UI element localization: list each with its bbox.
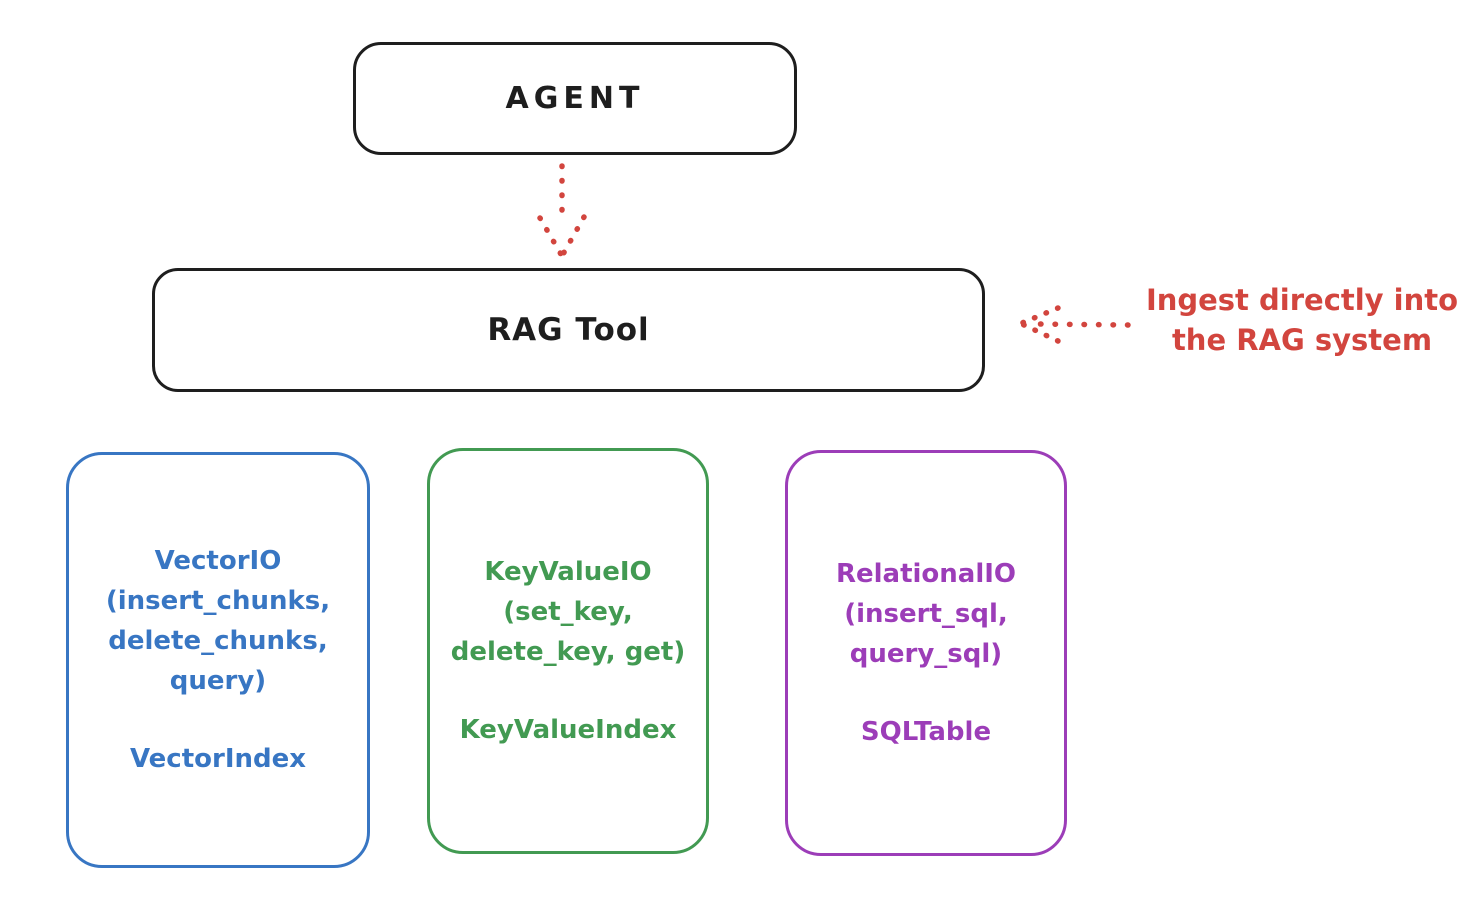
store-title: VectorIO (insert_chunks, delete_chunks, … [106, 541, 330, 701]
store-title-line: delete_chunks, [108, 626, 328, 656]
store-title-line: (insert_chunks, [105, 586, 331, 616]
store-index-label: KeyValueIndex [459, 715, 677, 745]
store-index-label: VectorIndex [129, 744, 307, 774]
store-title-line: (set_key, [503, 597, 633, 627]
agent-node: AGENT [353, 42, 797, 155]
store-index-label: SQLTable [860, 717, 992, 747]
store-title-line: RelationalIO [835, 559, 1017, 589]
dotted-arrow-left [1014, 300, 1136, 346]
store-title-line: query) [169, 666, 267, 696]
agent-label: AGENT [505, 81, 645, 116]
store-title: KeyValueIO (set_key, delete_key, get) [451, 552, 686, 672]
store-title-line: delete_key, get) [450, 637, 686, 667]
ingest-annotation-line2: the RAG system [1171, 323, 1433, 357]
store-title-line: (insert_sql, [844, 599, 1008, 629]
ingest-annotation: Ingest directly into the RAG system [1128, 280, 1476, 360]
store-title-line: VectorIO [154, 546, 282, 576]
store-title: RelationalIO (insert_sql, query_sql) [836, 554, 1016, 674]
rag-tool-label: RAG Tool [487, 312, 650, 348]
rag-tool-node: RAG Tool [152, 268, 985, 392]
store-title-line: KeyValueIO [484, 557, 652, 587]
ingest-annotation-line1: Ingest directly into [1145, 283, 1459, 317]
store-node-relational-io: RelationalIO (insert_sql, query_sql) SQL… [785, 450, 1067, 856]
store-title-line: query_sql) [849, 639, 1003, 669]
store-node-vector-io: VectorIO (insert_chunks, delete_chunks, … [66, 452, 370, 868]
dotted-arrow-down [528, 160, 596, 264]
store-node-keyvalue-io: KeyValueIO (set_key, delete_key, get) Ke… [427, 448, 709, 854]
